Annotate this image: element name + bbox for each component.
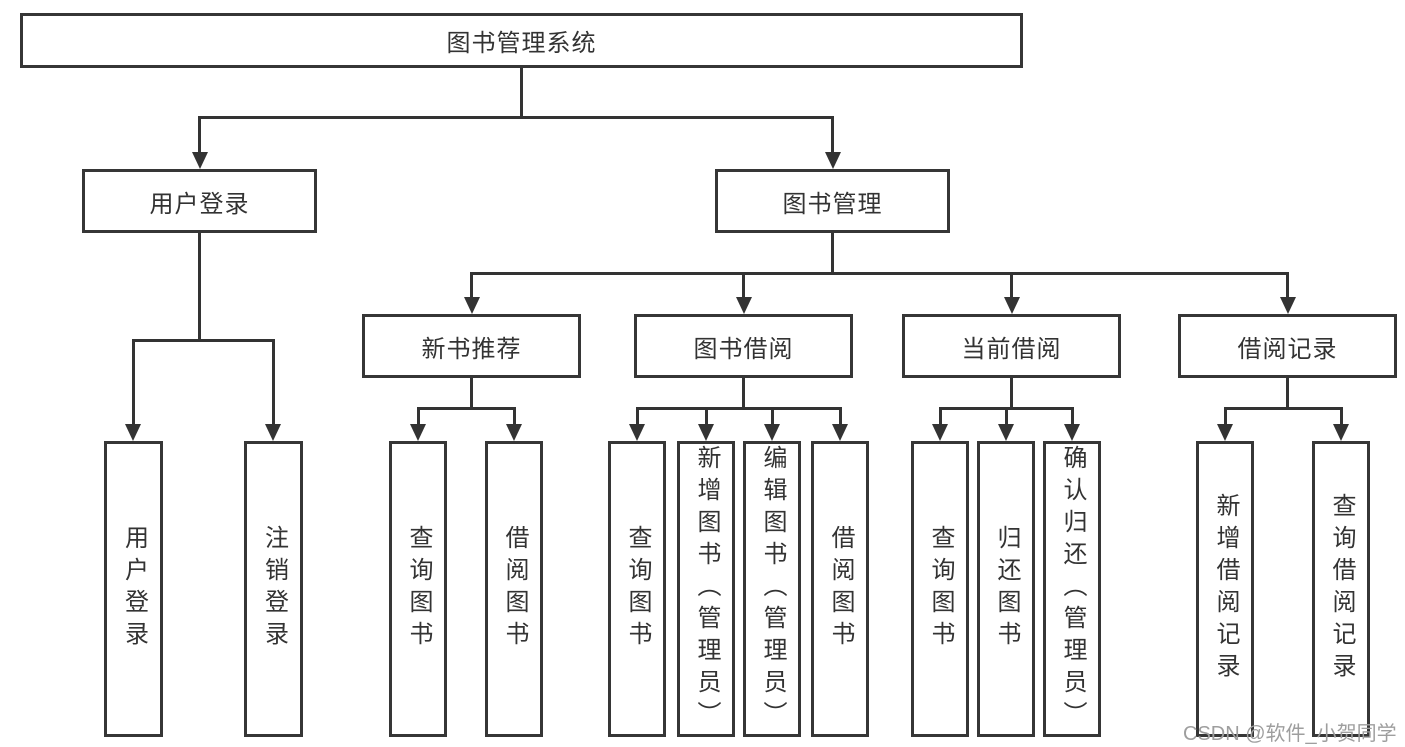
leaf-add-books-admin: 新增图书（管理员） (677, 441, 735, 737)
arrowhead-down-icon (1217, 424, 1233, 441)
connector-bar (635, 406, 842, 410)
connector-bar (470, 271, 1289, 275)
leaf-label: 注销登录 (260, 525, 288, 653)
leaf-label: 确认归还（管理员） (1059, 445, 1086, 733)
connector-stem (742, 378, 745, 410)
leaf-label: 查询图书 (624, 525, 651, 653)
connector-arrow-stem (1070, 408, 1074, 426)
arrowhead-down-icon (629, 424, 645, 441)
connector-arrow-stem (1339, 408, 1343, 426)
arrowhead-down-icon (191, 152, 208, 169)
leaf-logout: 注销登录 (244, 441, 303, 737)
connector-arrow-stem (838, 408, 842, 426)
leaf-label: 新增借阅记录 (1212, 493, 1239, 685)
leaf-user-login: 用户登录 (104, 441, 163, 737)
connector-arrow-stem (271, 340, 275, 426)
connector-arrow-stem (704, 408, 708, 426)
arrowhead-down-icon (125, 424, 141, 441)
arrowhead-down-icon (824, 152, 841, 169)
node-new-book-recommendation: 新书推荐 (362, 314, 581, 378)
node-label: 新书推荐 (421, 335, 522, 363)
node-current-borrowing: 当前借阅 (902, 314, 1121, 378)
arrowhead-down-icon (832, 424, 848, 441)
connector-stem (1286, 378, 1289, 410)
leaf-add-borrow-record: 新增借阅记录 (1196, 441, 1254, 737)
connector-stem (831, 233, 834, 275)
arrowhead-down-icon (410, 424, 426, 441)
connector-arrow-stem (131, 340, 135, 426)
leaf-label: 借阅图书 (827, 525, 854, 653)
leaf-label: 借阅图书 (501, 525, 528, 653)
node-book-management: 图书管理 (715, 169, 950, 233)
arrowhead-down-icon (1003, 297, 1020, 314)
connector-arrow-stem (635, 408, 639, 426)
connector-arrow-stem (831, 117, 834, 154)
connector-stem (1010, 378, 1013, 410)
leaf-label: 用户登录 (120, 525, 148, 653)
connector-arrow-stem (1004, 408, 1008, 426)
node-user-login: 用户登录 (82, 169, 317, 233)
leaf-borrow-books: 借阅图书 (811, 441, 869, 737)
node-label: 图书管理 (782, 190, 883, 218)
node-library-management-system: 图书管理系统 (20, 13, 1023, 68)
connector-stem (470, 378, 473, 410)
leaf-query-books-current: 查询图书 (911, 441, 969, 737)
connector-stem (198, 233, 201, 342)
leaf-query-books-recommend: 查询图书 (389, 441, 447, 737)
leaf-label: 归还图书 (993, 525, 1020, 653)
leaf-query-borrow-record: 查询借阅记录 (1312, 441, 1370, 737)
leaf-confirm-return-admin: 确认归还（管理员） (1043, 441, 1101, 737)
leaf-edit-books-admin: 编辑图书（管理员） (743, 441, 801, 737)
arrowhead-down-icon (735, 297, 752, 314)
leaf-borrow-books-recommend: 借阅图书 (485, 441, 543, 737)
leaf-label: 查询图书 (405, 525, 432, 653)
node-borrowing-records: 借阅记录 (1178, 314, 1397, 378)
leaf-label: 编辑图书（管理员） (759, 445, 786, 733)
arrowhead-down-icon (265, 424, 281, 441)
connector-arrow-stem (470, 273, 473, 299)
node-book-borrowing: 图书借阅 (634, 314, 853, 378)
node-label: 图书管理系统 (446, 30, 597, 57)
arrowhead-down-icon (698, 424, 714, 441)
leaf-query-books-borrowing: 查询图书 (608, 441, 666, 737)
connector-bar (131, 338, 275, 342)
arrowhead-down-icon (932, 424, 948, 441)
arrowhead-down-icon (506, 424, 522, 441)
connector-arrow-stem (1010, 273, 1013, 299)
watermark: CSDN @软件_小贺同学 (1183, 723, 1397, 745)
arrowhead-down-icon (1064, 424, 1080, 441)
node-label: 借阅记录 (1237, 335, 1338, 363)
node-label: 用户登录 (149, 190, 250, 218)
connector-arrow-stem (198, 117, 201, 154)
leaf-label: 查询图书 (927, 525, 954, 653)
arrowhead-down-icon (1333, 424, 1349, 441)
connector-bar (198, 115, 834, 119)
connector-arrow-stem (938, 408, 942, 426)
leaf-label: 新增图书（管理员） (693, 445, 720, 733)
node-label: 图书借阅 (693, 335, 794, 363)
arrowhead-down-icon (764, 424, 780, 441)
connector-arrow-stem (742, 273, 745, 299)
arrowhead-down-icon (463, 297, 480, 314)
arrowhead-down-icon (998, 424, 1014, 441)
connector-stem (520, 68, 523, 119)
connector-arrow-stem (416, 408, 420, 426)
node-label: 当前借阅 (961, 335, 1062, 363)
arrowhead-down-icon (1279, 297, 1296, 314)
connector-bar (1223, 406, 1343, 410)
connector-arrow-stem (770, 408, 774, 426)
leaf-return-books: 归还图书 (977, 441, 1035, 737)
connector-arrow-stem (512, 408, 516, 426)
leaf-label: 查询借阅记录 (1328, 493, 1355, 685)
connector-bar (416, 406, 516, 410)
connector-arrow-stem (1286, 273, 1289, 299)
connector-arrow-stem (1223, 408, 1227, 426)
